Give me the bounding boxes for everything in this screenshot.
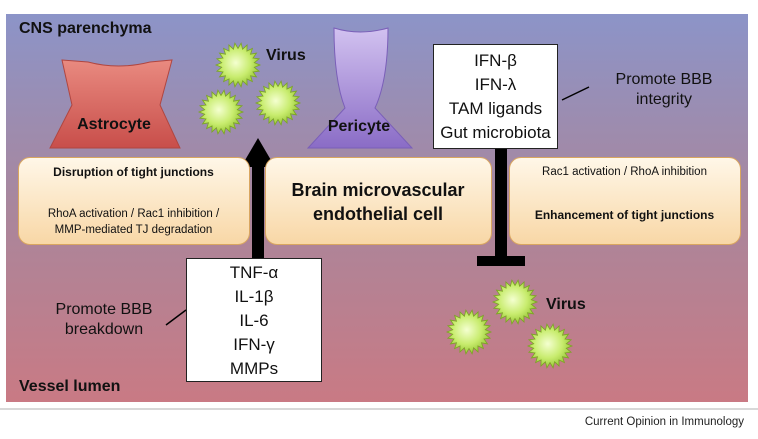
astrocyte-shape: [49, 59, 181, 149]
integrity-callout-line: [561, 86, 590, 101]
tj-enhancement-panel: Rac1 activation / RhoA inhibition Enhanc…: [509, 157, 741, 245]
pericyte-shape: [306, 27, 414, 149]
breakdown-label: Promote BBB breakdown: [34, 300, 174, 340]
breakdown-label-line-2: breakdown: [64, 321, 144, 338]
pericyte-label: Pericyte: [327, 118, 391, 135]
virus-particle: [214, 42, 262, 88]
tj-disruption-mechanism-1: RhoA activation / Rac1 inhibition /: [47, 208, 220, 220]
endothelial-cell-panel: Brain microvascular endothelial cell: [265, 157, 492, 245]
tj-enhancement-title: Enhancement of tight junctions: [534, 208, 715, 222]
tj-disruption-title: Disruption of tight junctions: [53, 165, 214, 179]
endothelial-label-1: Brain microvascular: [291, 180, 465, 200]
breakdown-arrow-head: [241, 138, 275, 167]
integrity-factor: IFN-β: [474, 51, 517, 70]
breakdown-factor: IL-6: [239, 311, 269, 330]
endothelial-label-2: endothelial cell: [312, 204, 444, 224]
vessel-lumen-label: Vessel lumen: [19, 378, 121, 395]
integrity-label-line-2: integrity: [635, 91, 693, 108]
breakdown-factor: MMPs: [229, 359, 279, 378]
breakdown-factors-box: TNF-α IL-1β IL-6 IFN-γ MMPs: [186, 258, 322, 382]
integrity-label: Promote BBB integrity: [594, 70, 734, 110]
integrity-factors-box: IFN-β IFN-λ TAM ligands Gut microbiota: [433, 44, 558, 149]
integrity-inhibitor-line: [495, 148, 507, 258]
virus-particle: [491, 279, 539, 325]
breakdown-factor: TNF-α: [229, 263, 279, 282]
tj-enhancement-mechanism: Rac1 activation / RhoA inhibition: [542, 166, 707, 178]
virus-particle: [526, 323, 574, 369]
journal-credit: Current Opinion in Immunology: [584, 416, 744, 428]
integrity-factor: TAM ligands: [448, 99, 543, 118]
integrity-inhibitor-bar: [477, 256, 525, 266]
integrity-label-line-1: Promote BBB: [615, 71, 713, 88]
breakdown-factor: IL-1β: [234, 287, 274, 306]
virus-particle: [197, 89, 245, 135]
integrity-factor: Gut microbiota: [440, 123, 551, 142]
virus-particle: [254, 80, 302, 126]
breakdown-arrow-shaft: [252, 165, 264, 265]
integrity-factor: IFN-λ: [474, 75, 517, 94]
virus-label-top: Virus: [266, 47, 306, 64]
tj-disruption-mechanism-2: MMP-mediated TJ degradation: [54, 224, 213, 236]
breakdown-label-line-1: Promote BBB: [55, 301, 153, 318]
tj-disruption-panel: Disruption of tight junctions RhoA activ…: [18, 157, 250, 245]
cns-parenchyma-label: CNS parenchyma: [19, 20, 152, 37]
virus-particle: [445, 309, 493, 355]
virus-particles: [197, 42, 574, 369]
astrocyte-label: Astrocyte: [77, 116, 151, 133]
virus-label-bottom: Virus: [546, 296, 586, 313]
breakdown-factor: IFN-γ: [233, 335, 275, 354]
breakdown-callout-line: [165, 309, 187, 326]
